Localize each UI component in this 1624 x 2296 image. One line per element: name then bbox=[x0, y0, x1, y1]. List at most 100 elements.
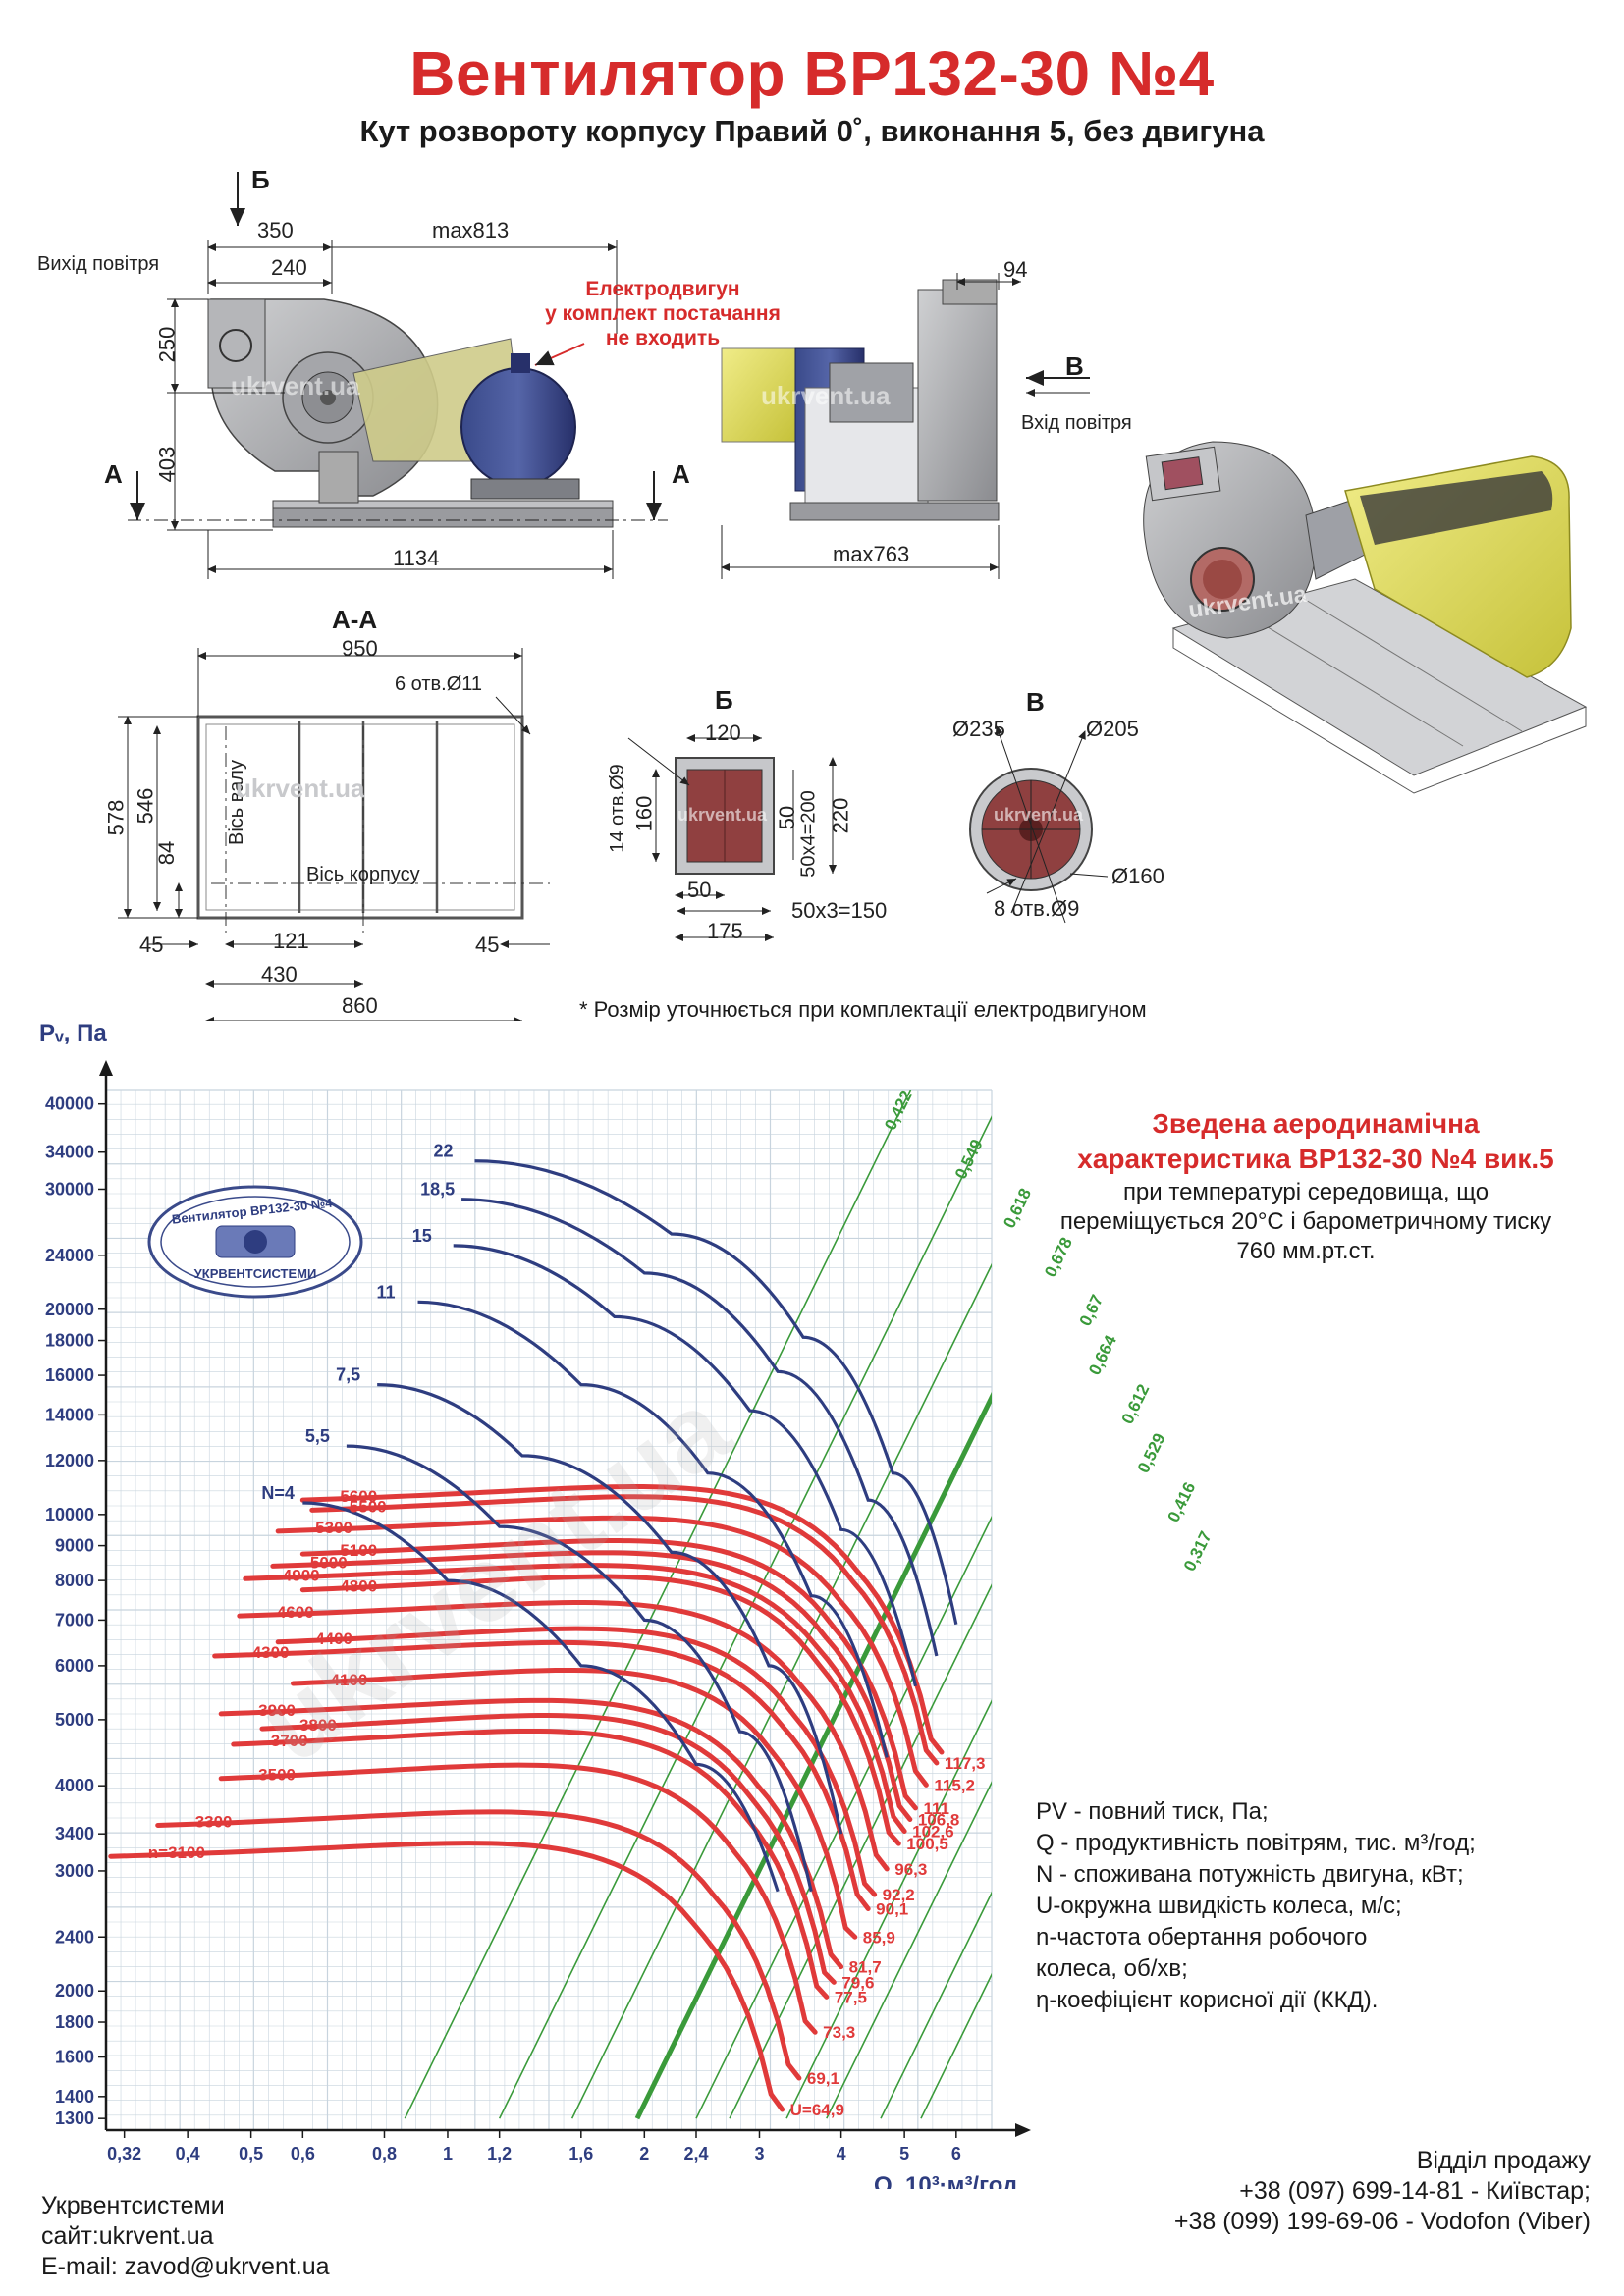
outlet-air-label: Вихід повітря bbox=[37, 253, 160, 275]
dim-120: 120 bbox=[705, 721, 741, 745]
dim-45-right: 45 bbox=[475, 933, 500, 957]
y-tick-label: 16000 bbox=[45, 1365, 94, 1385]
dim-220: 220 bbox=[828, 797, 853, 834]
chart-title: Зведена аеродинамічна характеристика ВР1… bbox=[1021, 1106, 1610, 1177]
power-label: N=4 bbox=[261, 1483, 295, 1503]
dim-max813: max813 bbox=[432, 218, 510, 242]
efficiency-line bbox=[826, 1781, 992, 2119]
speed-label: 3300 bbox=[195, 1812, 233, 1831]
power-curve bbox=[302, 1501, 780, 1893]
power-label: 15 bbox=[412, 1226, 432, 1246]
peripheral-speed-label: 100,5 bbox=[906, 1835, 948, 1853]
watermark: ukrvent.ua bbox=[761, 381, 891, 410]
efficiency-line bbox=[634, 1391, 992, 2120]
dim-84: 84 bbox=[154, 840, 180, 866]
frame-section-heading: А-А bbox=[332, 605, 378, 634]
speed-curve bbox=[275, 1626, 878, 1897]
power-curve bbox=[417, 1300, 889, 1758]
peripheral-speed-label: U=64,9 bbox=[790, 2101, 844, 2119]
section-mark-v: В bbox=[1065, 351, 1084, 381]
dim-403: 403 bbox=[154, 446, 180, 483]
efficiency-label: 0,317 bbox=[1180, 1528, 1216, 1575]
x-tick-label: 2,4 bbox=[683, 2144, 708, 2163]
outlet-flange-holes: 14 отв.Ø9 bbox=[606, 764, 628, 853]
speed-label: 4600 bbox=[277, 1603, 314, 1622]
speed-label: 4300 bbox=[252, 1643, 290, 1662]
aerodynamic-chart: 1300140016001800200024003000340040005000… bbox=[39, 1021, 1216, 2189]
peripheral-speed-label: 106,8 bbox=[918, 1810, 960, 1829]
y-tick-label: 3000 bbox=[55, 1861, 94, 1881]
x-tick-label: 6 bbox=[951, 2144, 961, 2163]
seal-inner bbox=[160, 1196, 351, 1288]
speed-curve bbox=[299, 1484, 945, 1755]
chart-desc-line2: переміщується 20°С і барометричному тиск… bbox=[1059, 1208, 1552, 1235]
dimension-footnote: * Розмір уточнюється при комплектації ел… bbox=[579, 997, 1147, 1022]
dim-d235: Ø235 bbox=[952, 717, 1005, 741]
dim-45-left: 45 bbox=[139, 933, 164, 957]
engineering-drawings bbox=[118, 172, 1588, 1021]
side-view bbox=[128, 172, 668, 579]
inlet-flange-view bbox=[969, 725, 1109, 924]
dim-175: 175 bbox=[707, 919, 743, 943]
y-tick-label: 2400 bbox=[55, 1927, 94, 1947]
speed-curve bbox=[259, 1712, 837, 1985]
x-tick-label: 1 bbox=[443, 2144, 453, 2163]
y-tick-label: 40000 bbox=[45, 1095, 94, 1114]
x-tick-label: 0,5 bbox=[239, 2144, 263, 2163]
inlet-flange-heading: В bbox=[1026, 687, 1045, 717]
watermark: ukrvent.ua bbox=[231, 371, 360, 400]
peripheral-speed-label: 96,3 bbox=[894, 1860, 927, 1879]
efficiency-line bbox=[695, 1515, 992, 2119]
efficiency-line bbox=[729, 1583, 992, 2119]
fan-casing bbox=[917, 289, 998, 502]
speed-curve bbox=[212, 1639, 871, 1912]
page-subtitle: Кут розвороту корпусу Правий 0˚, виконан… bbox=[359, 114, 1265, 148]
seal-text-bottom: УКРВЕНТСИСТЕМИ bbox=[194, 1266, 317, 1281]
x-tick-label: 0,4 bbox=[176, 2144, 200, 2163]
plot-area bbox=[108, 1090, 992, 2120]
speed-curve bbox=[237, 1600, 890, 1872]
belt-pulley-guard bbox=[721, 347, 796, 443]
power-curve bbox=[346, 1444, 813, 1893]
y-tick-label: 9000 bbox=[55, 1536, 94, 1556]
power-curve bbox=[474, 1159, 958, 1626]
watermark: ukrvent.ua bbox=[994, 805, 1084, 825]
y-tick-label: 5000 bbox=[55, 1710, 94, 1730]
y-axis-label: Pᵥ, Па bbox=[39, 1021, 107, 1046]
dim-546: 546 bbox=[133, 787, 158, 825]
dim-max763: max763 bbox=[833, 542, 910, 566]
x-tick-label: 4 bbox=[837, 2144, 846, 2163]
legend-item: колеса, об/хв; bbox=[1036, 1955, 1188, 1982]
peripheral-speed-label: 81,7 bbox=[849, 1958, 882, 1977]
peripheral-speed-label: 69,1 bbox=[807, 2069, 839, 2088]
front-view bbox=[721, 273, 1090, 579]
y-tick-label: 24000 bbox=[45, 1246, 94, 1265]
speed-curve bbox=[270, 1550, 913, 1822]
y-tick-label: 10000 bbox=[45, 1505, 94, 1524]
chart-desc-line1: при температурі середовища, що bbox=[1122, 1179, 1489, 1205]
y-axis-arrow bbox=[99, 1060, 113, 1076]
dim-250: 250 bbox=[154, 326, 180, 363]
dim-121: 121 bbox=[273, 929, 309, 953]
dim-94: 94 bbox=[1003, 257, 1028, 282]
motor bbox=[460, 367, 576, 487]
motor-not-included-note: Електродвигун у комплект постачання не в… bbox=[545, 278, 781, 349]
inlet-flange-holes: 8 отв.Ø9 bbox=[994, 896, 1080, 921]
chart-description: при температурі середовища, що переміщує… bbox=[992, 1178, 1620, 1266]
power-curve bbox=[461, 1198, 939, 1657]
y-tick-label: 20000 bbox=[45, 1300, 94, 1319]
outlet-duct bbox=[207, 298, 266, 389]
frame-section-view bbox=[118, 648, 550, 1021]
dim-50: 50 bbox=[775, 805, 800, 830]
efficiency-line bbox=[404, 1090, 912, 2119]
efficiency-line bbox=[880, 1891, 992, 2119]
efficiency-line bbox=[570, 1262, 992, 2119]
company-site: сайт:ukrvent.ua bbox=[41, 2222, 214, 2250]
sales-phone-1: +38 (097) 699-14-81 - Київстар; bbox=[1239, 2177, 1591, 2205]
section-mark-a-right: А bbox=[672, 459, 690, 489]
speed-curve bbox=[108, 1841, 785, 2112]
page-title: Вентилятор ВР132-30 №4 bbox=[409, 38, 1215, 109]
peripheral-speed-label: 77,5 bbox=[835, 1988, 867, 2006]
x-tick-label: 0,32 bbox=[107, 2144, 141, 2163]
speed-label: 4100 bbox=[331, 1671, 368, 1689]
